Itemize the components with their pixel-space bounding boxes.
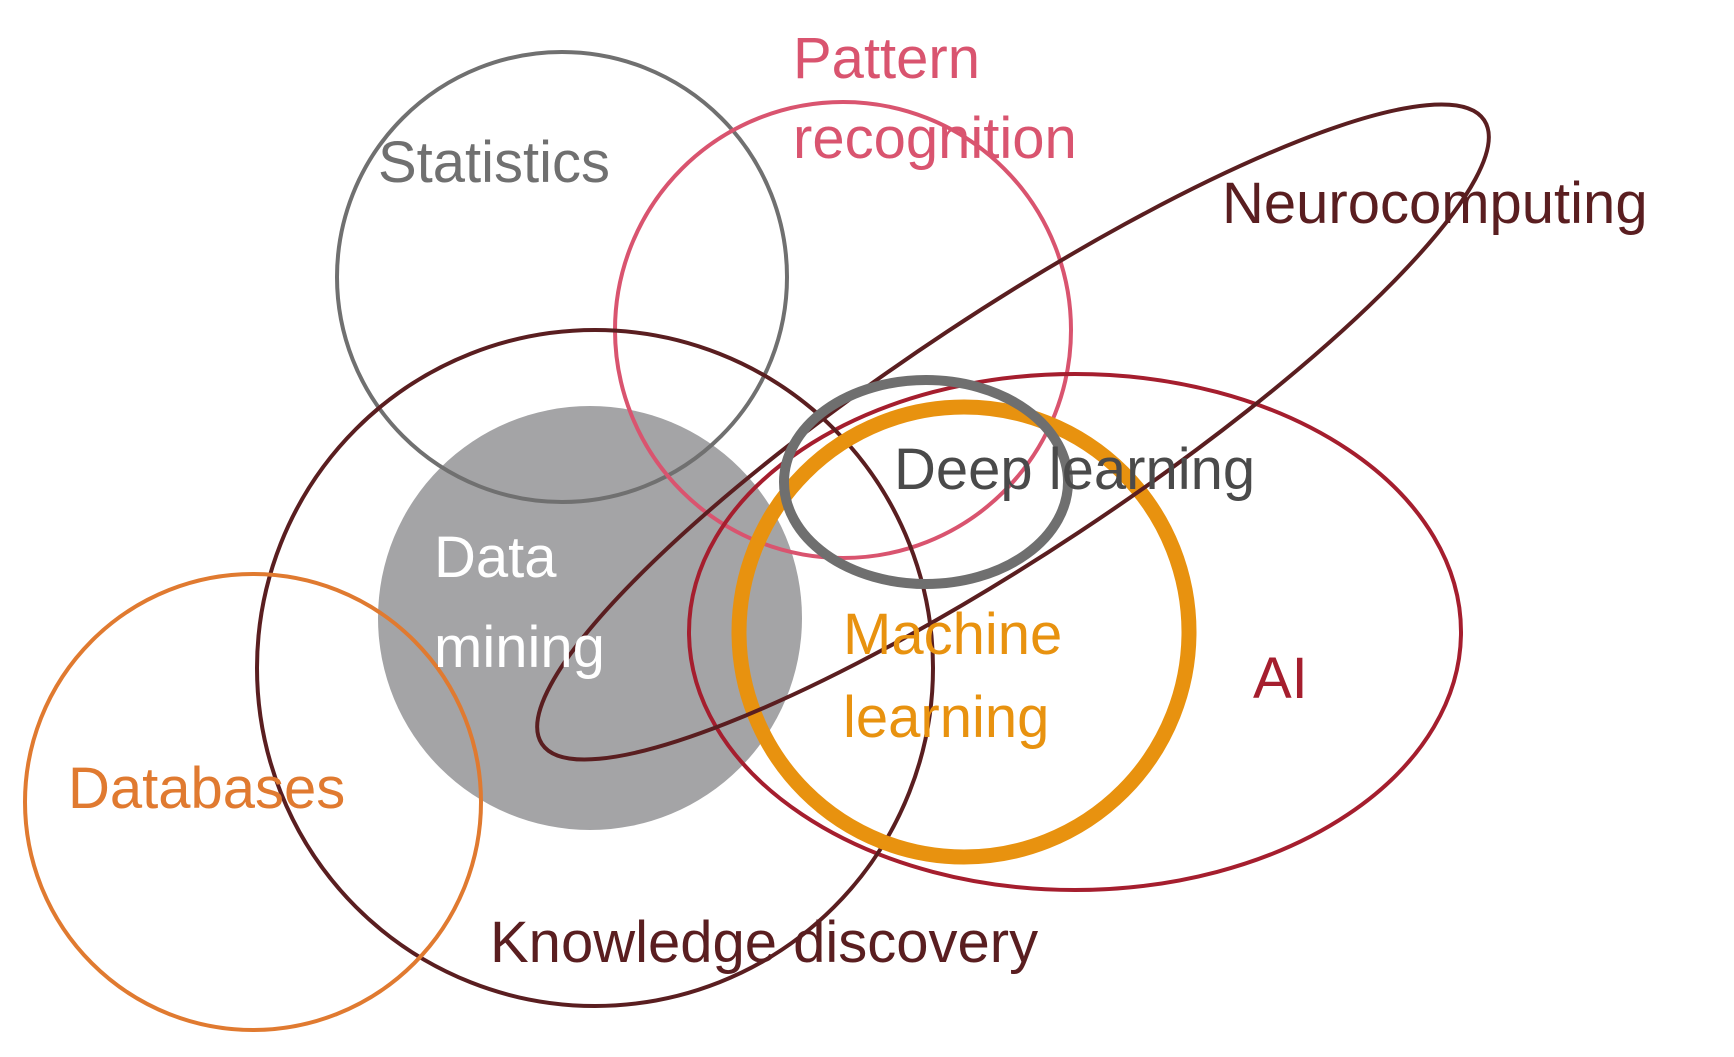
knowledge-discovery-label: Knowledge discovery bbox=[490, 910, 1038, 975]
pattern-recognition-label-line2: recognition bbox=[793, 106, 1077, 171]
knowledge-discovery-circle bbox=[255, 328, 935, 1008]
data-mining-circle bbox=[378, 406, 802, 830]
machine-learning-label-line1: Machine bbox=[843, 602, 1062, 667]
ai-label: AI bbox=[1253, 646, 1308, 711]
neurocomputing-ellipse bbox=[535, 102, 1491, 762]
statistics-circle bbox=[335, 50, 789, 504]
databases-label: Databases bbox=[68, 756, 345, 821]
neurocomputing-label: Neurocomputing bbox=[1222, 171, 1648, 236]
pattern-recognition-label-line1: Pattern bbox=[793, 26, 980, 91]
ai-ellipse bbox=[687, 372, 1463, 892]
statistics-label: Statistics bbox=[378, 130, 610, 195]
databases-circle bbox=[23, 572, 483, 1032]
deep-learning-label: Deep learning bbox=[894, 437, 1255, 502]
data-mining-label-line1: Data bbox=[434, 525, 557, 590]
machine-learning-circle bbox=[731, 399, 1197, 865]
machine-learning-label-line2: learning bbox=[843, 685, 1049, 750]
deep-learning-ellipse bbox=[779, 375, 1073, 589]
data-mining-label-line2: mining bbox=[434, 615, 605, 680]
